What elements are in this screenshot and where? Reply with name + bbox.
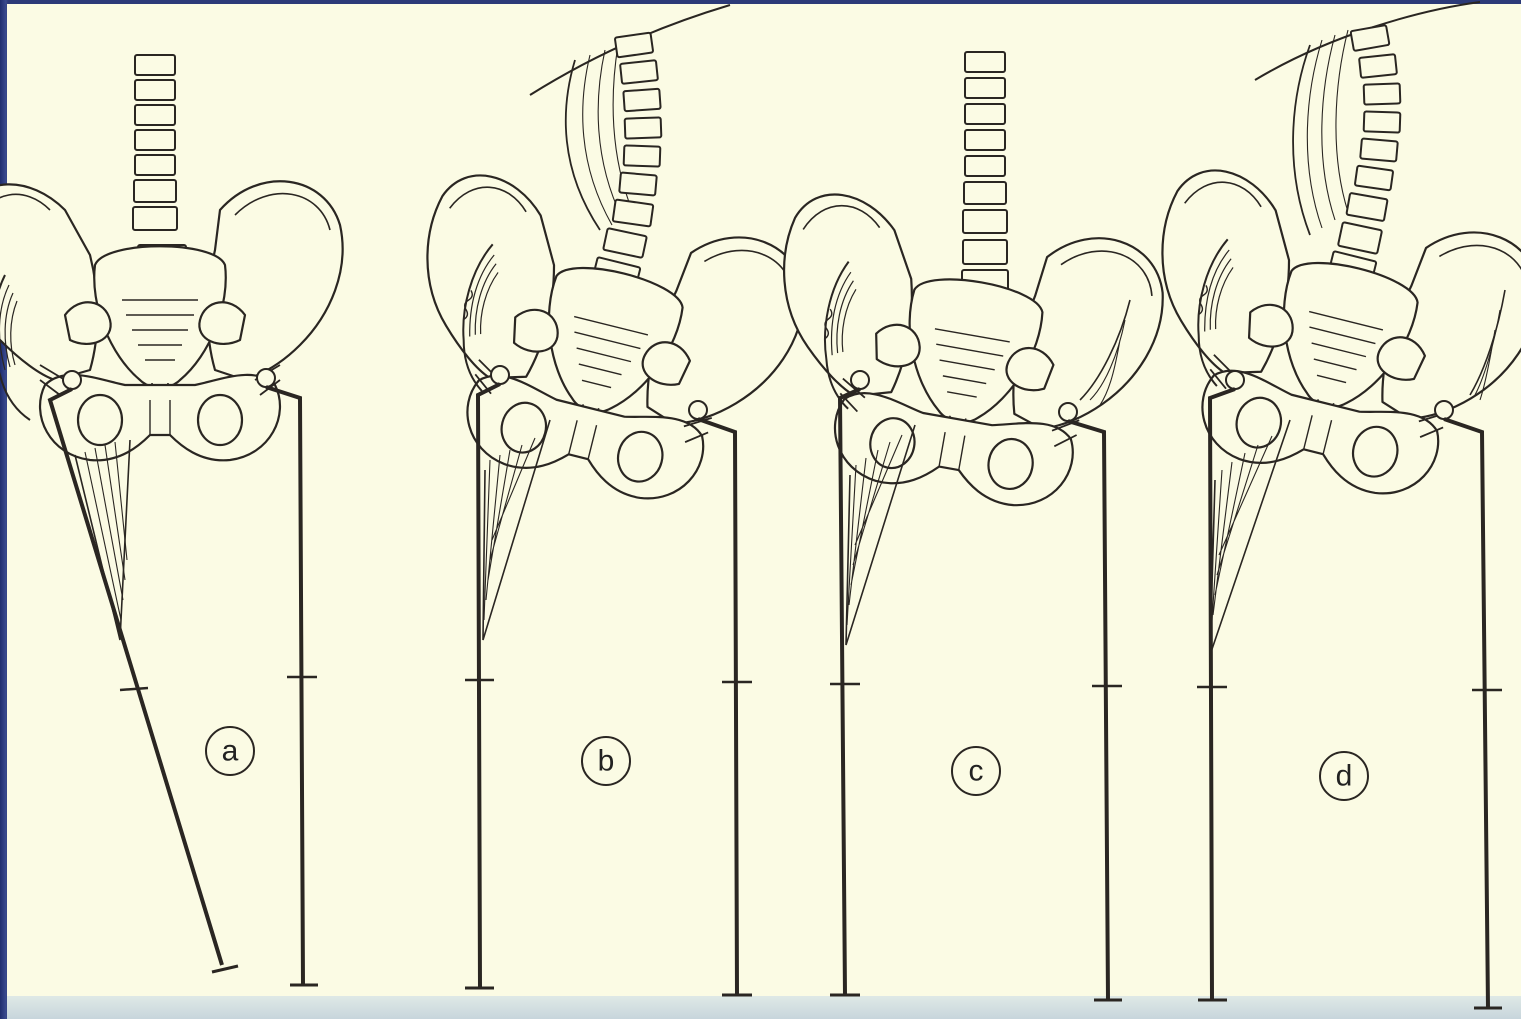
- panel-label-c: c: [952, 747, 1000, 795]
- panel-c: [749, 52, 1173, 1000]
- leg-left-a: [50, 389, 238, 972]
- spine-b: [592, 33, 662, 293]
- hip-joint-left-b: [491, 366, 509, 384]
- hip-joint-right-b: [689, 401, 707, 419]
- spine-d: [1328, 25, 1401, 287]
- pelvis-c: [749, 184, 1173, 525]
- pelvis-d: [1114, 157, 1521, 520]
- panel-label-d-text: d: [1336, 760, 1353, 793]
- panel-label-d: d: [1320, 752, 1368, 800]
- panel-label-c-text: c: [969, 755, 984, 788]
- panel-a: [0, 55, 343, 985]
- panel-label-a: a: [206, 727, 254, 775]
- spine-a: [133, 55, 186, 275]
- leg-right-c: [1068, 421, 1122, 1000]
- hip-joint-right-c: [1059, 403, 1077, 421]
- hip-joint-left-c: [851, 371, 869, 389]
- panel-label-a-text: a: [222, 735, 239, 768]
- panel-d: [1114, 2, 1521, 1008]
- leg-right-b: [698, 419, 752, 995]
- panel-b: [379, 5, 816, 995]
- hip-joint-right-a: [257, 369, 275, 387]
- leg-left-b: [465, 384, 500, 988]
- trunk-muscle-d: [1293, 30, 1348, 235]
- panel-label-b: b: [582, 737, 630, 785]
- hip-joint-right-d: [1435, 401, 1453, 419]
- hip-joint-left-d: [1226, 371, 1244, 389]
- leg-right-a: [266, 387, 318, 985]
- leg-right-d: [1444, 419, 1502, 1008]
- adductor-muscle-a: [75, 440, 130, 640]
- hip-joint-left-a: [63, 371, 81, 389]
- spine-c: [962, 52, 1008, 296]
- pelvis-b: [379, 162, 816, 525]
- panel-label-b-text: b: [598, 745, 615, 778]
